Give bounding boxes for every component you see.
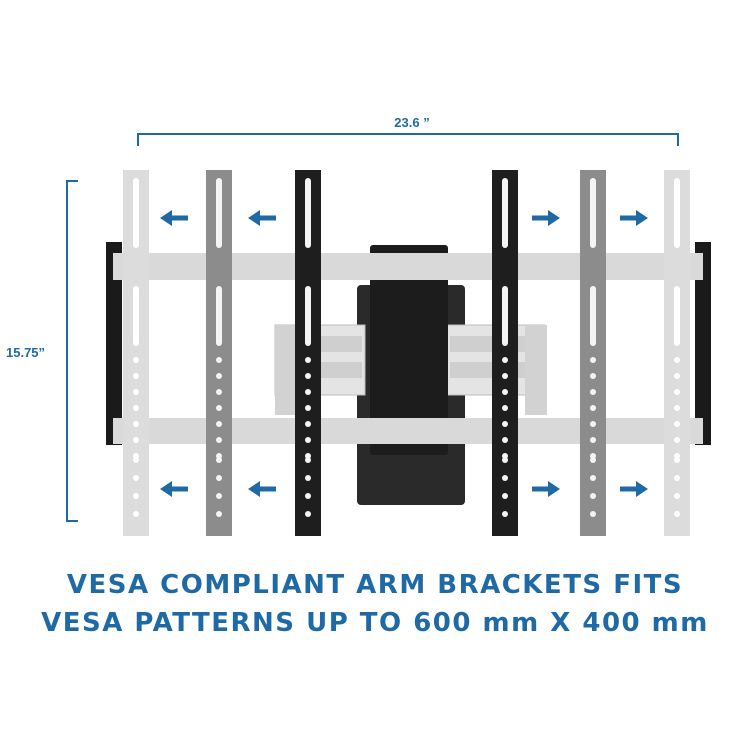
arrow-left-icon [160, 210, 188, 226]
arrow-right-icon [532, 481, 560, 497]
bracket-mid-right [580, 170, 606, 536]
right-end-plate [695, 242, 711, 445]
bottom-rail [113, 418, 703, 444]
vesa-brackets [123, 170, 690, 536]
top-rail [113, 253, 703, 280]
caption-line-1: VESA COMPLIANT ARM BRACKETS FITS [66, 570, 684, 600]
arrow-right-icon [532, 210, 560, 226]
bracket-light-right [664, 170, 690, 536]
arrow-right-icon [620, 210, 648, 226]
height-dimension-label: 15.75” [6, 345, 45, 360]
width-dimension [137, 133, 679, 146]
bracket-dark-left [295, 170, 321, 536]
expansion-arrows [160, 210, 648, 497]
bracket-dark-right [492, 170, 518, 536]
height-dimension [66, 180, 78, 522]
wall-plate [370, 245, 448, 455]
caption-line-2: VESA PATTERNS UP TO 600 mm X 400 mm [41, 608, 709, 638]
bracket-mid-left [206, 170, 232, 536]
arrow-left-icon [248, 481, 276, 497]
arrow-left-icon [248, 210, 276, 226]
arrow-left-icon [160, 481, 188, 497]
bracket-light-left [123, 170, 149, 536]
caption: VESA COMPLIANT ARM BRACKETS FITS VESA PA… [0, 566, 750, 642]
width-dimension-label: 23.6 ” [394, 115, 429, 130]
arrow-right-icon [620, 481, 648, 497]
left-end-plate [106, 242, 122, 445]
